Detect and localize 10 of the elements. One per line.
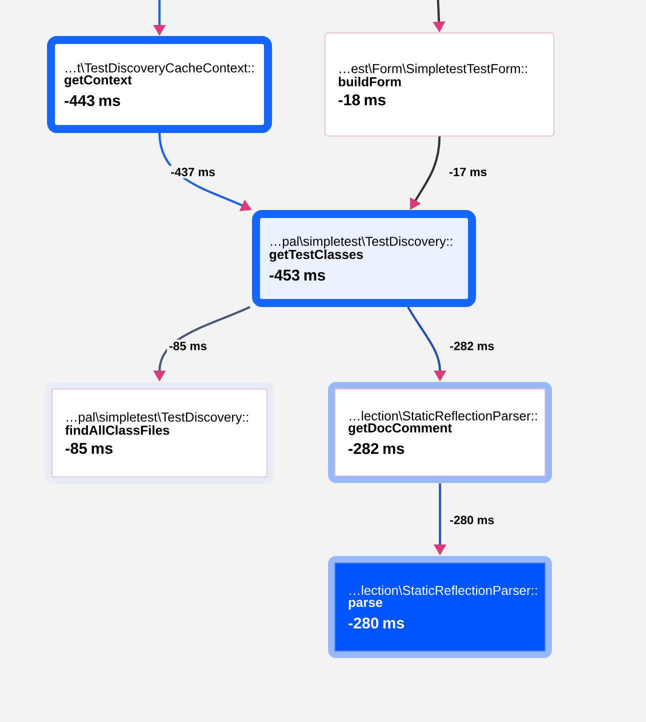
function-box: …lection\StaticReflectionParser:: parse -280 ms — [328, 556, 552, 658]
function-box: …pal\simpletest\TestDiscovery:: findAllClassFiles -85 ms — [45, 382, 274, 484]
function-box: …lection\StaticReflectionParser:: getDocComment -282 ms — [328, 382, 552, 483]
function-box: …est\Form\SimpletestTestForm:: buildForm -18 ms — [324, 32, 554, 136]
function-box: …pal\simpletest\TestDiscovery:: getTestClasses -453 ms — [252, 210, 476, 307]
edge-label: -85 ms — [167, 340, 210, 352]
edge-label: -280 ms — [448, 514, 496, 526]
edge-label: -282 ms — [448, 340, 496, 352]
edge-label: -437 ms — [168, 166, 218, 178]
function-box: …t\TestDiscoveryCacheContext:: getContext -443 ms — [47, 36, 272, 133]
